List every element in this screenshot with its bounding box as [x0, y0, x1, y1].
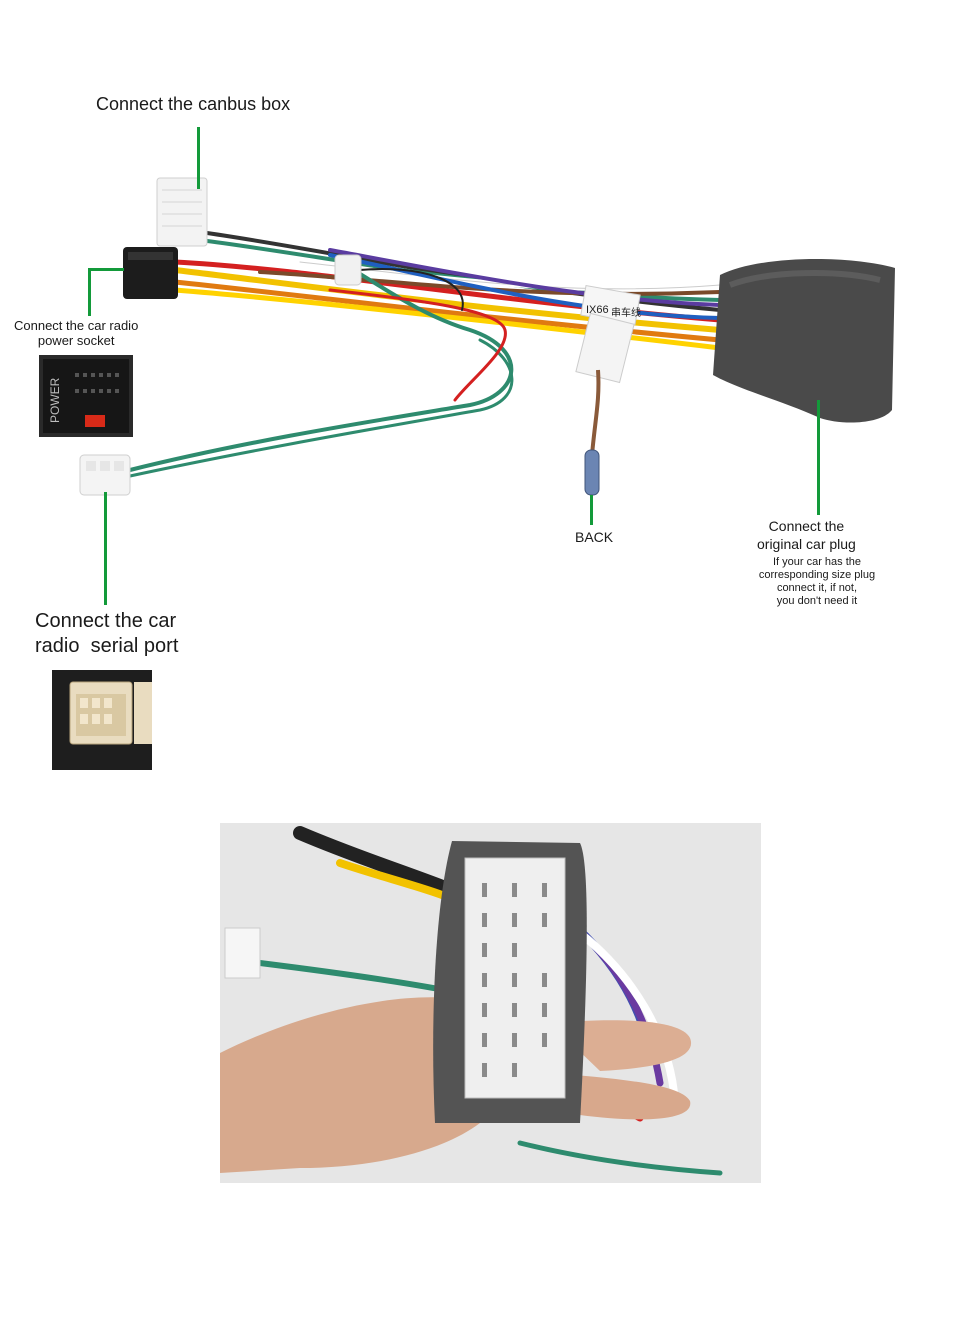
- back-leader-line: [590, 495, 593, 525]
- serial-connector-icon: [79, 454, 131, 496]
- power-socket-photo: POWER: [39, 355, 133, 437]
- label-canbus: Connect the canbus box: [96, 94, 291, 114]
- car-plug-foam-icon: [713, 258, 895, 423]
- label-serial-port: Connect the car radio serial port: [35, 609, 178, 659]
- plug-note-line3: connect it, if not,: [776, 582, 858, 594]
- power-leader-line-h: [88, 268, 124, 271]
- canbus-leader-line: [197, 127, 200, 189]
- label-power-line1: Connect the car radio: [14, 318, 139, 333]
- plug-note-line4: you don't need it: [776, 595, 858, 607]
- canbus-connector-icon: [156, 177, 208, 247]
- power-socket-text: POWER: [48, 377, 62, 423]
- harness-tag-chinese: 串车线: [611, 306, 641, 319]
- cable-tie-icon: [334, 254, 362, 286]
- label-plug-line1: Connect the: [768, 518, 845, 534]
- label-serial-line1: Connect the car: [35, 610, 177, 632]
- label-plug-note: If your car has the corresponding size p…: [752, 556, 882, 608]
- label-plug-line2: original car plug: [757, 536, 856, 552]
- wiring-harness-illustration: IX66 串车线: [79, 177, 895, 496]
- harness-tag-code: IX66: [586, 304, 609, 316]
- plug-closeup-photo: [220, 823, 761, 1183]
- serial-port-photo: [52, 670, 152, 770]
- plug-note-line2: corresponding size plug: [758, 569, 876, 581]
- power-connector-icon: [123, 247, 178, 299]
- harness-tag: IX66 串车线: [575, 284, 641, 384]
- back-wire-icon: [584, 369, 601, 496]
- serial-leader-line: [104, 492, 107, 605]
- label-original-plug: Connect the original car plug: [757, 517, 856, 553]
- label-power-line2: power socket: [37, 333, 115, 348]
- plug-note-line1: If your car has the: [772, 556, 862, 568]
- plug-leader-line: [817, 400, 820, 515]
- hand-icon: [220, 997, 480, 1173]
- label-power-socket: Connect the car radio power socket: [14, 318, 138, 348]
- label-back: BACK: [575, 529, 614, 545]
- wire-bundle: [128, 230, 723, 478]
- label-serial-line2: radio serial port: [35, 635, 179, 657]
- power-leader-line-v: [88, 268, 91, 316]
